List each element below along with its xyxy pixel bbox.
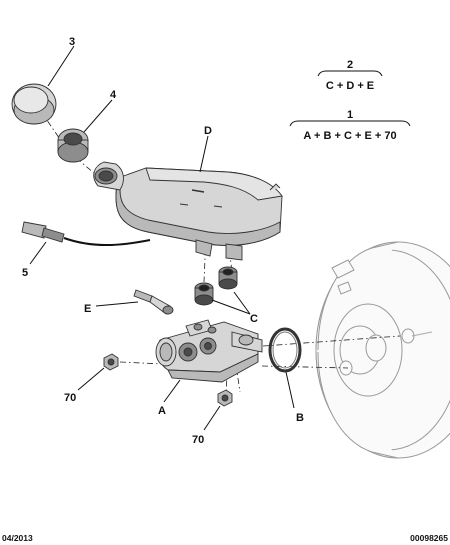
label-item-d: D <box>204 125 212 137</box>
label-item-b: B <box>296 412 304 424</box>
formula-1-number: 1 <box>347 109 353 121</box>
kit-formula-2: 2 C + D + E <box>317 59 383 92</box>
reservoir-cap <box>11 83 57 125</box>
footer-date: 04/2013 <box>2 533 33 543</box>
fluid-reservoir <box>93 161 283 261</box>
label-item-70-bottom: 70 <box>192 434 204 446</box>
kit-formula-1: 1 A + B + C + E + 70 <box>289 109 411 142</box>
reservoir-seals <box>194 266 238 306</box>
mounting-nut-bottom <box>217 389 233 407</box>
brake-booster <box>315 241 450 459</box>
label-item-5: 5 <box>22 267 28 279</box>
pressure-sensor <box>133 289 174 315</box>
reservoir-filter <box>57 128 89 163</box>
o-ring-seal <box>268 327 302 373</box>
label-item-4: 4 <box>110 89 117 101</box>
label-item-e: E <box>84 303 91 315</box>
level-sensor <box>21 221 151 246</box>
master-cylinder <box>155 319 263 383</box>
mounting-nut-left <box>103 353 119 371</box>
leader-lines <box>29 45 295 431</box>
label-item-3: 3 <box>69 36 75 48</box>
formula-1-expression: A + B + C + E + 70 <box>303 130 396 142</box>
label-item-c: C <box>250 313 258 325</box>
footer-reference: 00098265 <box>410 533 448 543</box>
label-item-a: A <box>158 405 166 417</box>
formula-2-expression: C + D + E <box>326 80 374 92</box>
label-item-70-left: 70 <box>64 392 76 404</box>
formula-2-number: 2 <box>347 59 353 71</box>
